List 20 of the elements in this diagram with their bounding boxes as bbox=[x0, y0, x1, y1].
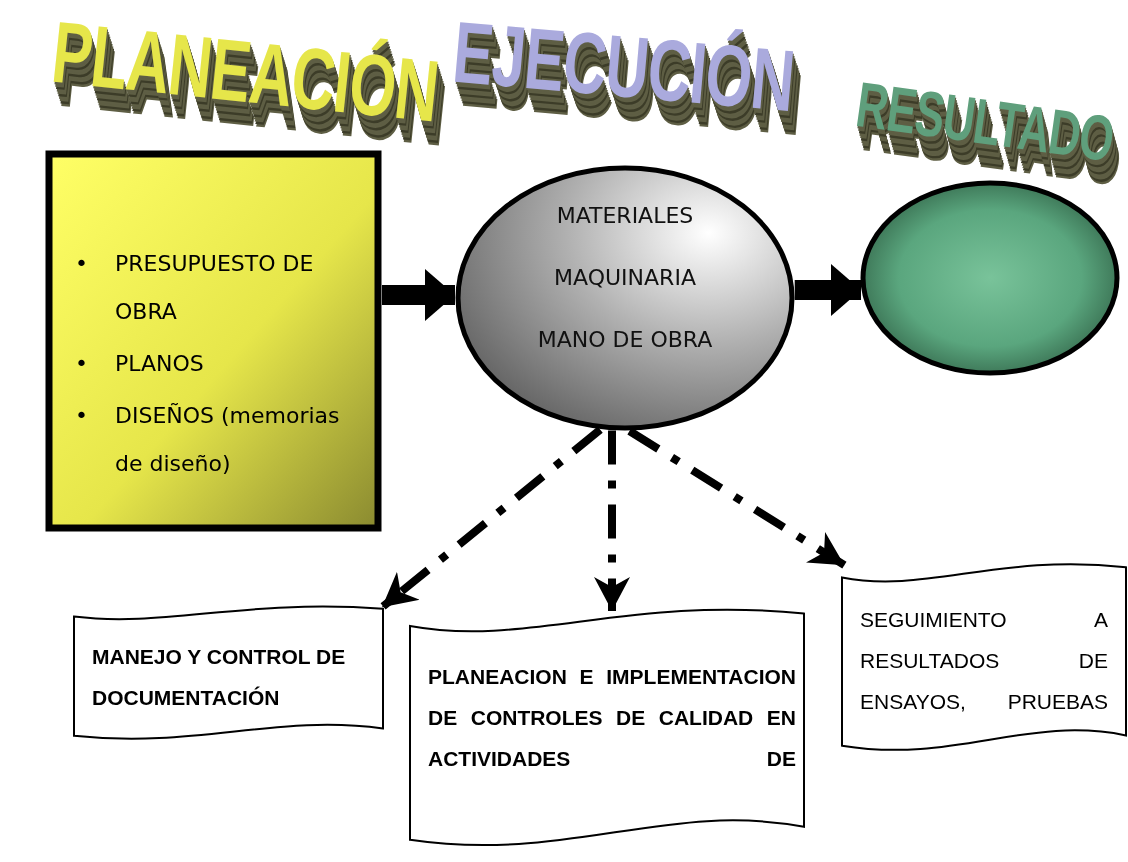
ellipse-node bbox=[455, 165, 795, 431]
wordart-heading: PLANEACIÓN bbox=[47, 2, 443, 142]
wordart-heading: EJECUCIÓN bbox=[449, 2, 798, 132]
node-text: MATERIALES bbox=[555, 202, 695, 230]
list-item-text: PLANOS bbox=[115, 350, 205, 378]
node-text: PLANEACION E IMPLEMENTACION DE CONTROLES DE CALIDAD EN ACTIVIDADES DE bbox=[428, 664, 796, 772]
dash-dot-arrow bbox=[379, 426, 603, 611]
process-box bbox=[45, 150, 382, 532]
block-arrow bbox=[794, 264, 861, 316]
node-text: MANEJO Y CONTROL DE DOCUMENTACIÓN bbox=[92, 644, 347, 711]
block-arrow bbox=[382, 269, 455, 321]
node-text: MAQUINARIA bbox=[553, 264, 697, 292]
list-item-text: DISEÑOS (memorias de diseño) bbox=[115, 402, 341, 478]
node-text: MANO DE OBRA bbox=[536, 326, 714, 354]
node-text: SEGUIMIENTO A RESULTADOS DE ENSAYOS, PRUEBAS bbox=[860, 607, 1108, 715]
list-item-text: PRESUPUESTO DE OBRA bbox=[115, 250, 315, 326]
bullet-mark: • bbox=[75, 350, 88, 378]
bullet-mark: • bbox=[75, 250, 88, 278]
ellipse-node bbox=[860, 180, 1120, 376]
bullet-mark: • bbox=[75, 402, 88, 430]
